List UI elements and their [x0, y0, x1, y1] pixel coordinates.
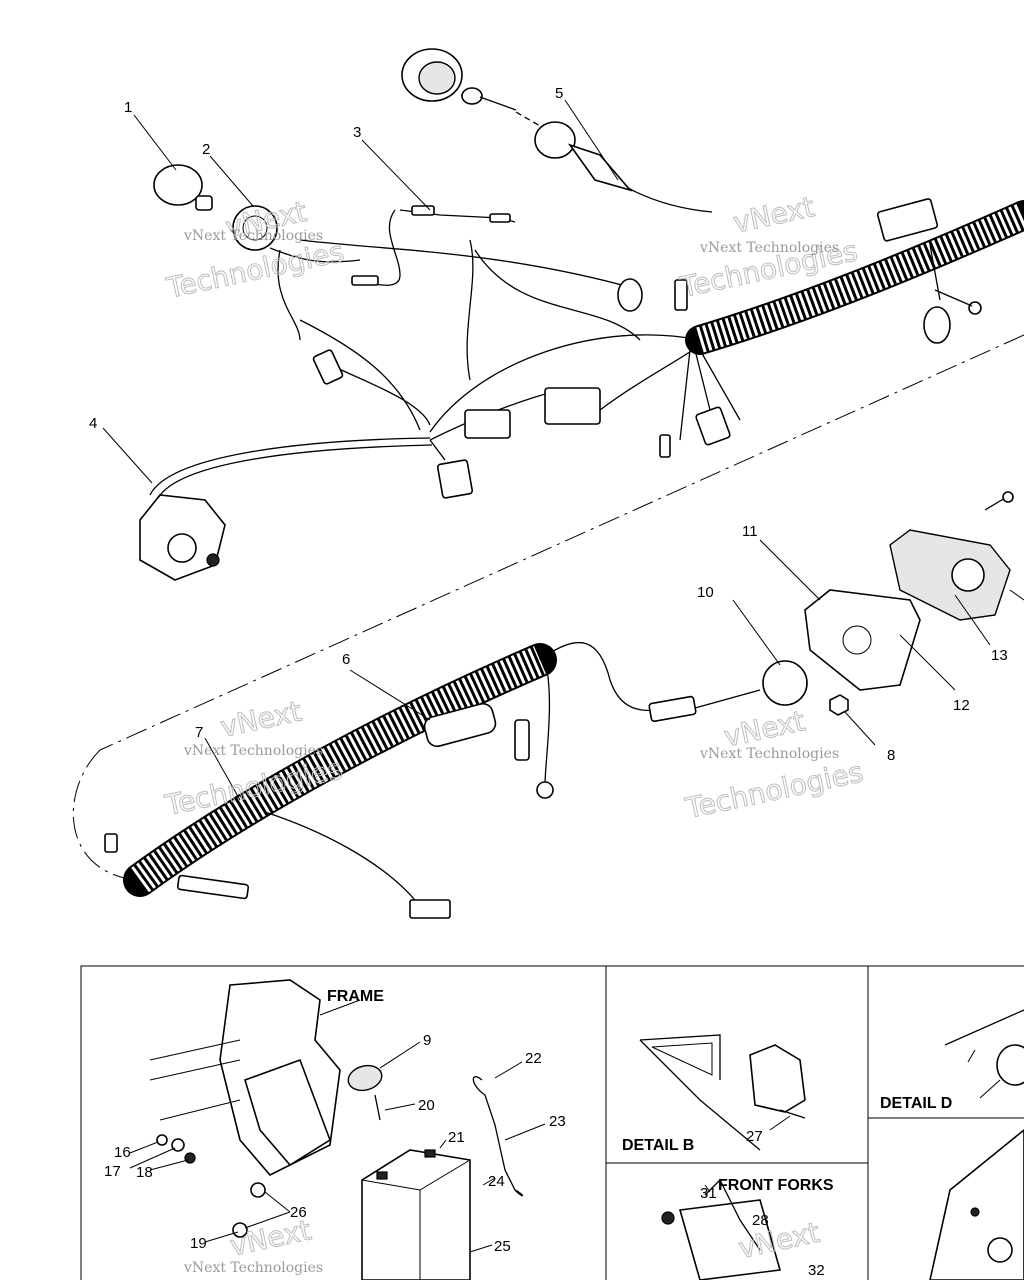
svg-text:vNext: vNext: [218, 695, 305, 744]
heading-detail-d: DETAIL D: [880, 1095, 952, 1112]
svg-text:vNext: vNext: [227, 1213, 314, 1262]
callout-3: 3: [353, 124, 361, 141]
callout-18: 18: [136, 1164, 153, 1181]
nut-part-8: [829, 694, 849, 716]
callout-7: 7: [195, 724, 203, 741]
detail-panels: [80, 965, 1024, 1280]
callout-24: 24: [488, 1173, 505, 1190]
callout-31: 31: [700, 1185, 717, 1202]
tail-lens-part-11: [804, 589, 921, 691]
frame-panel-art: [129, 979, 546, 1280]
callout-23: 23: [549, 1113, 566, 1130]
divider-line: [99, 334, 1024, 751]
panel-headings: FRAME DETAIL B DETAIL D FRONT FORKS: [327, 988, 952, 1194]
harness-wires-upper: [269, 239, 741, 461]
callout-32: 32: [808, 1262, 825, 1279]
bulb-socket-part-2: [232, 205, 278, 251]
callout-1: 1: [124, 99, 132, 116]
grommet-part-10: [762, 660, 808, 706]
corrugated-loom-lower: [123, 643, 557, 897]
callout-28: 28: [752, 1212, 769, 1229]
callout-26: 26: [290, 1204, 307, 1221]
connectors-upper: [312, 198, 982, 499]
callout-4: 4: [89, 415, 97, 432]
watermark-text-3: vNext Technologies: [183, 743, 323, 759]
callout-21: 21: [448, 1129, 465, 1146]
watermark-text-5: vNext Technologies: [183, 1260, 323, 1276]
wire-lead-part-3: [351, 205, 516, 286]
lower-main-wire: [539, 642, 661, 712]
upper-harness-group: [102, 48, 1024, 581]
heading-detail-b: DETAIL B: [622, 1137, 694, 1154]
callout-2: 2: [202, 141, 210, 158]
leaders-lower: [204, 539, 1024, 801]
bulb-part-1: [153, 164, 213, 211]
callout-5: 5: [555, 85, 563, 102]
callout-13: 13: [991, 647, 1008, 664]
callout-labels: 1 2 3 4 5 6 7 8 9 10 11 12 13 16 17 18 1…: [89, 85, 1008, 1279]
svg-text:Technologies: Technologies: [682, 755, 866, 825]
callout-11: 11: [742, 523, 758, 540]
watermark-5: vNext: [227, 1213, 315, 1263]
lower-right-panel-art: [929, 1128, 1024, 1280]
divider-curve: [72, 749, 136, 881]
callout-12: 12: [953, 697, 970, 714]
svg-text:vNext: vNext: [730, 190, 817, 239]
front-forks-art: [661, 1178, 782, 1280]
callout-9: 9: [423, 1032, 431, 1049]
callout-22: 22: [525, 1050, 542, 1067]
detail-b-art: [639, 1034, 806, 1151]
detail-d-art: [944, 1009, 1024, 1099]
callout-27: 27: [746, 1128, 763, 1145]
callout-6: 6: [342, 651, 350, 668]
watermark-text-4: vNext Technologies: [699, 746, 839, 762]
tail-housing-part-13: [889, 529, 1011, 621]
leaders-upper: [102, 99, 619, 484]
callout-20: 20: [418, 1097, 435, 1114]
lower-harness-group: [104, 491, 1024, 919]
callout-10: 10: [697, 584, 714, 601]
heading-front-forks: FRONT FORKS: [718, 1177, 834, 1194]
watermark-text-2: vNext Technologies: [699, 240, 839, 256]
callout-19: 19: [190, 1235, 207, 1252]
callout-16: 16: [114, 1144, 131, 1161]
callout-17: 17: [104, 1163, 121, 1180]
callout-8: 8: [887, 747, 895, 764]
handlebar-switch-part-4: [139, 437, 433, 581]
watermark-text-1: vNext Technologies: [183, 228, 323, 244]
corrugated-loom-upper: [685, 200, 1024, 355]
lower-branch-wire: [264, 811, 416, 901]
heading-frame: FRAME: [327, 988, 384, 1005]
ignition-switch-part-5: [401, 48, 713, 213]
callout-25: 25: [494, 1238, 511, 1255]
